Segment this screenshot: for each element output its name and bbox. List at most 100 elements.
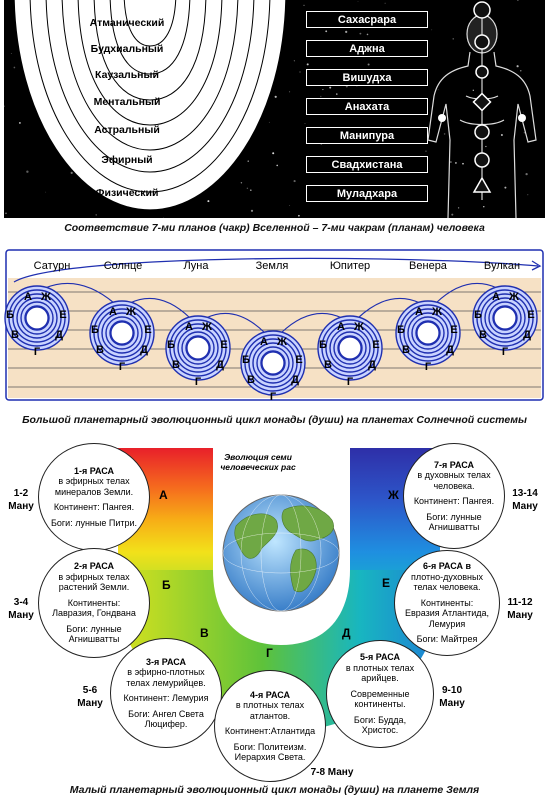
race-letter-d: Д	[342, 626, 351, 640]
star	[325, 30, 328, 33]
star	[345, 30, 348, 34]
coil-letter: Е	[220, 339, 227, 351]
race-letter-g: Г	[266, 646, 273, 660]
race-7-gods: Боги: лунные Агнишватты	[426, 511, 482, 533]
plane-label-5: Астральный	[94, 124, 160, 136]
race-1-continent: Континент: Пангея.	[53, 502, 135, 513]
planes-ellipses: Атманический Будхиальный Каузальный Мент…	[13, 0, 287, 211]
race-7-continent: Континент: Пангея.	[413, 496, 495, 506]
race-5-gods: Боги: Будда, Христос.	[353, 714, 407, 736]
coil-letter: А	[109, 306, 117, 318]
coil-letter: Д	[216, 359, 224, 371]
star	[525, 172, 528, 176]
race-2-title: 2-я РАСА	[73, 561, 115, 572]
race-7-title: 7-я РАСА	[433, 459, 475, 470]
coil-letter: В	[96, 344, 104, 356]
race-3-continent: Континент: Лемурия	[123, 693, 209, 703]
star	[320, 95, 322, 97]
star	[520, 70, 522, 72]
coil-letter: Ж	[276, 336, 287, 348]
coil-letter: Е	[295, 354, 302, 366]
planet-label-3: Луна	[183, 260, 209, 272]
star	[357, 1, 359, 3]
race-letter-b: Б	[162, 578, 171, 592]
manu-label-5: 9-10 Ману	[439, 685, 465, 709]
star	[431, 29, 433, 31]
manu-label-2: 3-4 Ману	[8, 597, 34, 621]
coil-letter: Б	[319, 339, 327, 351]
star	[322, 89, 324, 91]
manu-label-3: 5-6 Ману	[77, 685, 103, 709]
star	[522, 111, 524, 113]
coil-letter: Г	[347, 376, 354, 388]
coil-connector	[435, 282, 498, 304]
coil-letter: Е	[59, 309, 66, 321]
star	[451, 213, 454, 216]
coil-letter: Д	[291, 374, 299, 386]
human-figure-illustration	[427, 1, 537, 218]
race-7-body: в духовных телах человека.	[417, 470, 491, 491]
star	[10, 53, 12, 54]
coil-connector	[44, 282, 115, 304]
coil-letter: Г	[34, 346, 41, 358]
star	[472, 89, 474, 91]
race-circle-7: 7-я РАСА в духовных телах человека. Конт…	[403, 443, 505, 549]
chakra-label-7: Муладхара	[306, 185, 428, 202]
race-3-title: 3-я РАСА	[145, 656, 187, 667]
coil-letter: Д	[140, 344, 148, 356]
star	[523, 132, 525, 134]
coil-letter: А	[185, 321, 193, 333]
star	[95, 214, 97, 216]
star	[462, 162, 464, 165]
race-6-gods: Боги: Майтрея	[416, 634, 478, 645]
star	[45, 191, 47, 193]
star	[452, 38, 454, 40]
star	[289, 91, 291, 93]
coil-letter: В	[324, 359, 332, 371]
chakra-icon-6	[474, 152, 490, 168]
star	[303, 4, 305, 6]
caption-section-2: Большой планетарный эволюционный цикл мо…	[22, 414, 527, 426]
chakra-icon-2	[474, 34, 490, 50]
race-5-title: 5-я РАСА	[359, 652, 401, 663]
coil-letter: Б	[91, 324, 99, 336]
coil-letter: Ж	[201, 321, 212, 333]
star	[454, 161, 457, 164]
star	[276, 164, 279, 167]
coil-letter: Б	[242, 354, 250, 366]
manu-label-7: 13-14 Ману	[512, 488, 538, 512]
star	[26, 170, 29, 173]
coil-letter: Д	[446, 344, 454, 356]
chakra-icon-1	[473, 1, 491, 19]
coil-letter: Г	[119, 361, 126, 373]
manu-label-4: 7-8 Ману	[310, 767, 354, 778]
race-circle-2: 2-я РАСА в эфирных телах растений Земли.…	[38, 548, 150, 658]
coil-connector	[357, 297, 421, 319]
star	[437, 89, 439, 91]
caption-section-3: Малый планетарный эволюционный цикл мона…	[69, 784, 480, 796]
manu-label-1: 1-2 Ману	[8, 488, 34, 512]
coil-letter: А	[260, 336, 268, 348]
coil-connector	[205, 312, 266, 334]
coil-letter: Ж	[431, 306, 442, 318]
coil-letter: В	[11, 329, 19, 341]
star	[367, 63, 370, 66]
coil-letter: Б	[6, 309, 14, 321]
coil-letter: Б	[167, 339, 175, 351]
coil-letter: А	[24, 291, 32, 303]
star	[70, 171, 73, 175]
coil-letter: Е	[372, 339, 379, 351]
planet-label-6: Венера	[409, 260, 448, 272]
star	[500, 133, 503, 137]
coil-letter: Д	[523, 329, 531, 341]
planet-label-2: Солнце	[104, 260, 143, 272]
chakra-icon-4	[472, 92, 492, 112]
coil-letter: В	[172, 359, 180, 371]
star	[249, 189, 252, 192]
star	[293, 60, 296, 62]
